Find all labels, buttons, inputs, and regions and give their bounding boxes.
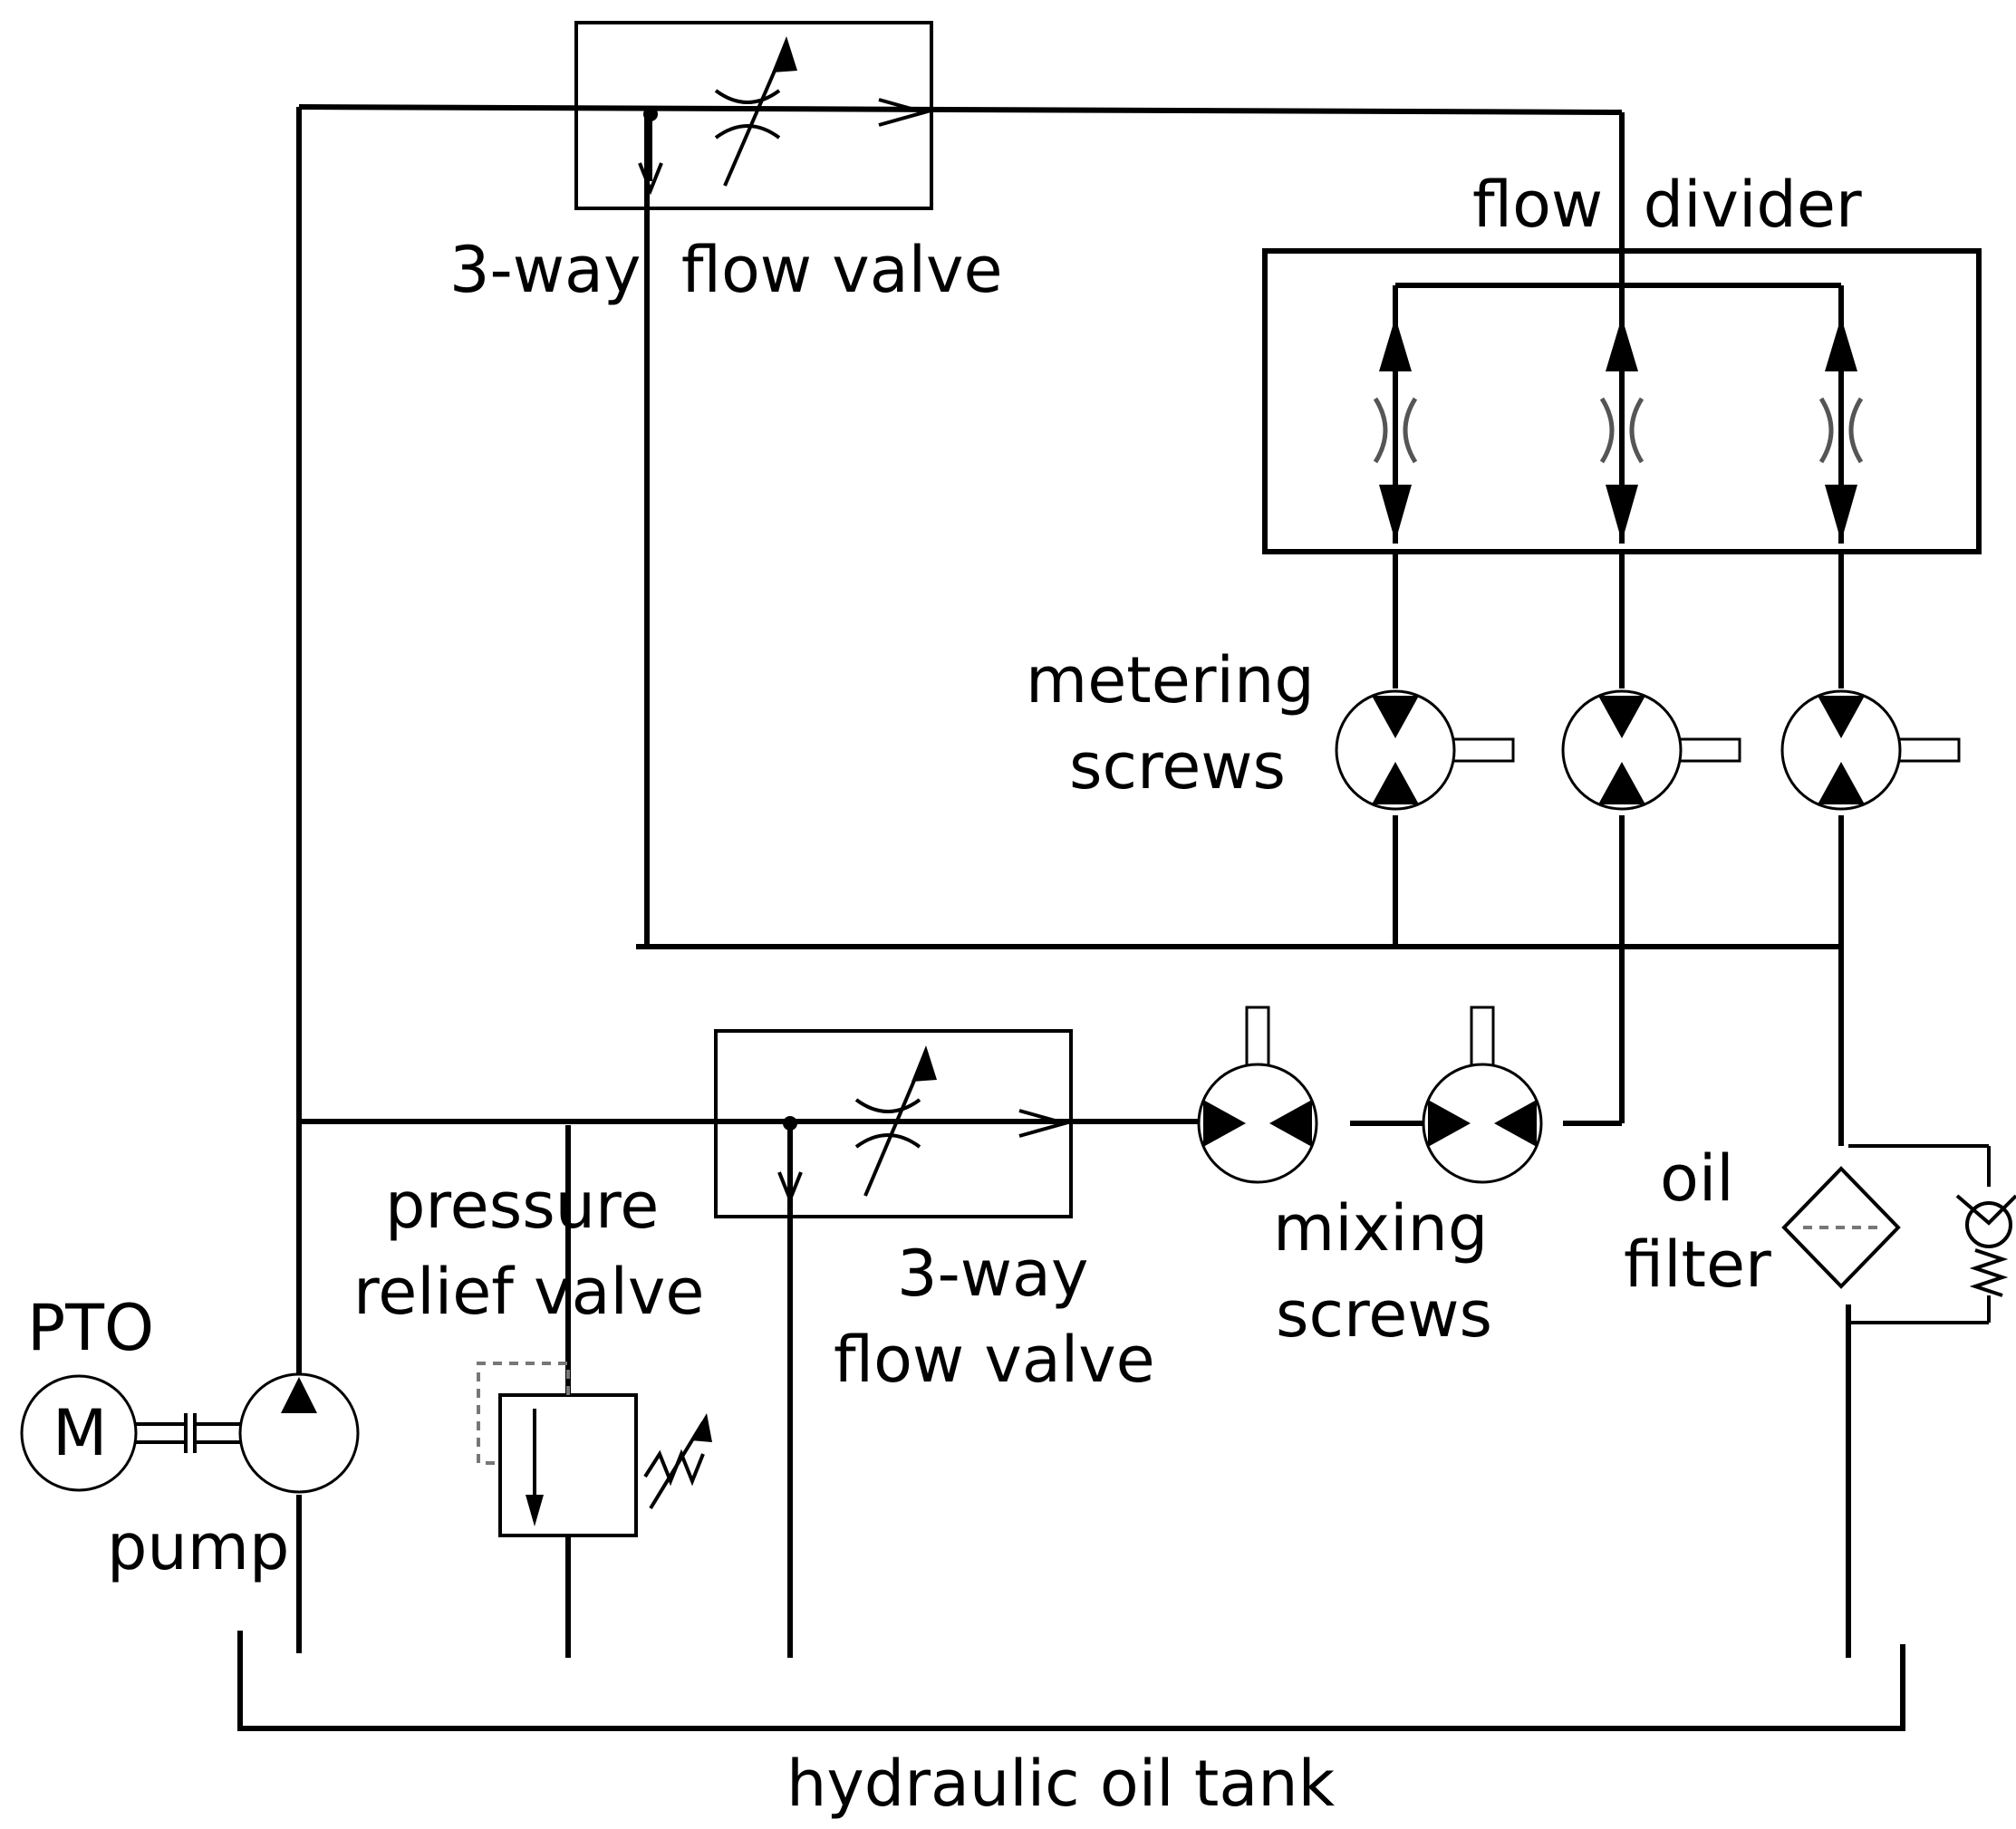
check-valve bbox=[1955, 1194, 2016, 1297]
divider-orifice-3 bbox=[1818, 317, 1864, 542]
oil-filter bbox=[1781, 1144, 2016, 1324]
mixing-screw-1 bbox=[1197, 1006, 1318, 1184]
hydraulic-oil-tank bbox=[237, 1631, 1905, 1731]
metering-screw-1 bbox=[1335, 689, 1515, 811]
pressure-relief-valve bbox=[477, 1362, 712, 1537]
label-oil-line2: filter bbox=[1624, 1227, 1771, 1302]
label-metering-line2: screws bbox=[1069, 729, 1286, 804]
label-pto: PTO bbox=[27, 1291, 154, 1365]
pipe-lines bbox=[296, 104, 1851, 1658]
divider-orifice-2 bbox=[1599, 317, 1645, 542]
labels: 3-way flow valve flow divider metering s… bbox=[27, 168, 1862, 1821]
mixing-screws bbox=[1197, 1006, 1543, 1184]
label-pressure-relief-line1: pressure bbox=[385, 1169, 659, 1243]
label-flow-divider: flow divider bbox=[1472, 168, 1862, 242]
flow-valve-bottom bbox=[714, 1029, 1073, 1218]
label-metering-line1: metering bbox=[1026, 643, 1315, 717]
pump bbox=[238, 1372, 360, 1494]
label-hydraulic-oil-tank: hydraulic oil tank bbox=[786, 1747, 1336, 1821]
label-mixing-line1: mixing bbox=[1273, 1191, 1488, 1266]
label-pressure-relief-line2: relief valve bbox=[353, 1255, 704, 1329]
flow-divider bbox=[1262, 248, 1982, 554]
divider-orifice-1 bbox=[1373, 317, 1418, 542]
metering-screw-2 bbox=[1561, 689, 1741, 811]
label-3-way-bottom-line2: flow valve bbox=[834, 1323, 1155, 1397]
label-pump: pump bbox=[107, 1510, 289, 1584]
metering-screws bbox=[1335, 552, 1961, 947]
label-oil-line1: oil bbox=[1660, 1141, 1734, 1216]
flow-valve-top bbox=[574, 21, 933, 210]
mixing-screw-2 bbox=[1422, 1006, 1543, 1184]
pto-motor bbox=[20, 1374, 243, 1492]
label-motor: M bbox=[53, 1396, 107, 1470]
label-mixing-line2: screws bbox=[1276, 1277, 1492, 1352]
label-3-way-bottom-line1: 3-way bbox=[897, 1237, 1088, 1311]
label-3-way-flow-valve-top: 3-way flow valve bbox=[449, 233, 1003, 307]
metering-screw-3 bbox=[1780, 689, 1961, 811]
